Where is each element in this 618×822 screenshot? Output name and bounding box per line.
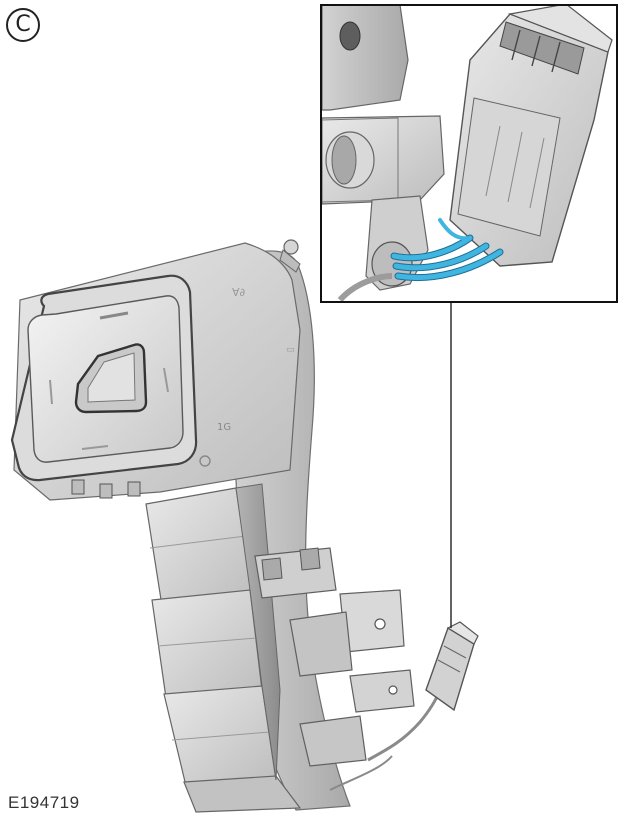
svg-text:∀∂: ∀∂ — [232, 286, 245, 299]
wire-3 — [395, 249, 503, 281]
harness-connector — [425, 621, 479, 712]
switch-pack-assembly: ∀∂ 1G ▭ — [10, 239, 479, 813]
retaining-clip — [283, 239, 299, 255]
connector-detail-inset — [320, 4, 618, 303]
rear-pcb-tabs — [254, 547, 415, 767]
inset-connector-body — [449, 5, 613, 267]
step-label-circle: C — [6, 8, 40, 42]
lower-switch-stack — [145, 483, 302, 813]
svg-text:1G: 1G — [217, 422, 231, 433]
harness-wire — [367, 689, 442, 762]
svg-text:▭: ▭ — [286, 345, 295, 355]
figure-id: E194719 — [8, 793, 80, 812]
wire-2 — [393, 243, 489, 271]
inset-blue-wires — [390, 218, 504, 282]
wire-1 — [391, 235, 473, 261]
